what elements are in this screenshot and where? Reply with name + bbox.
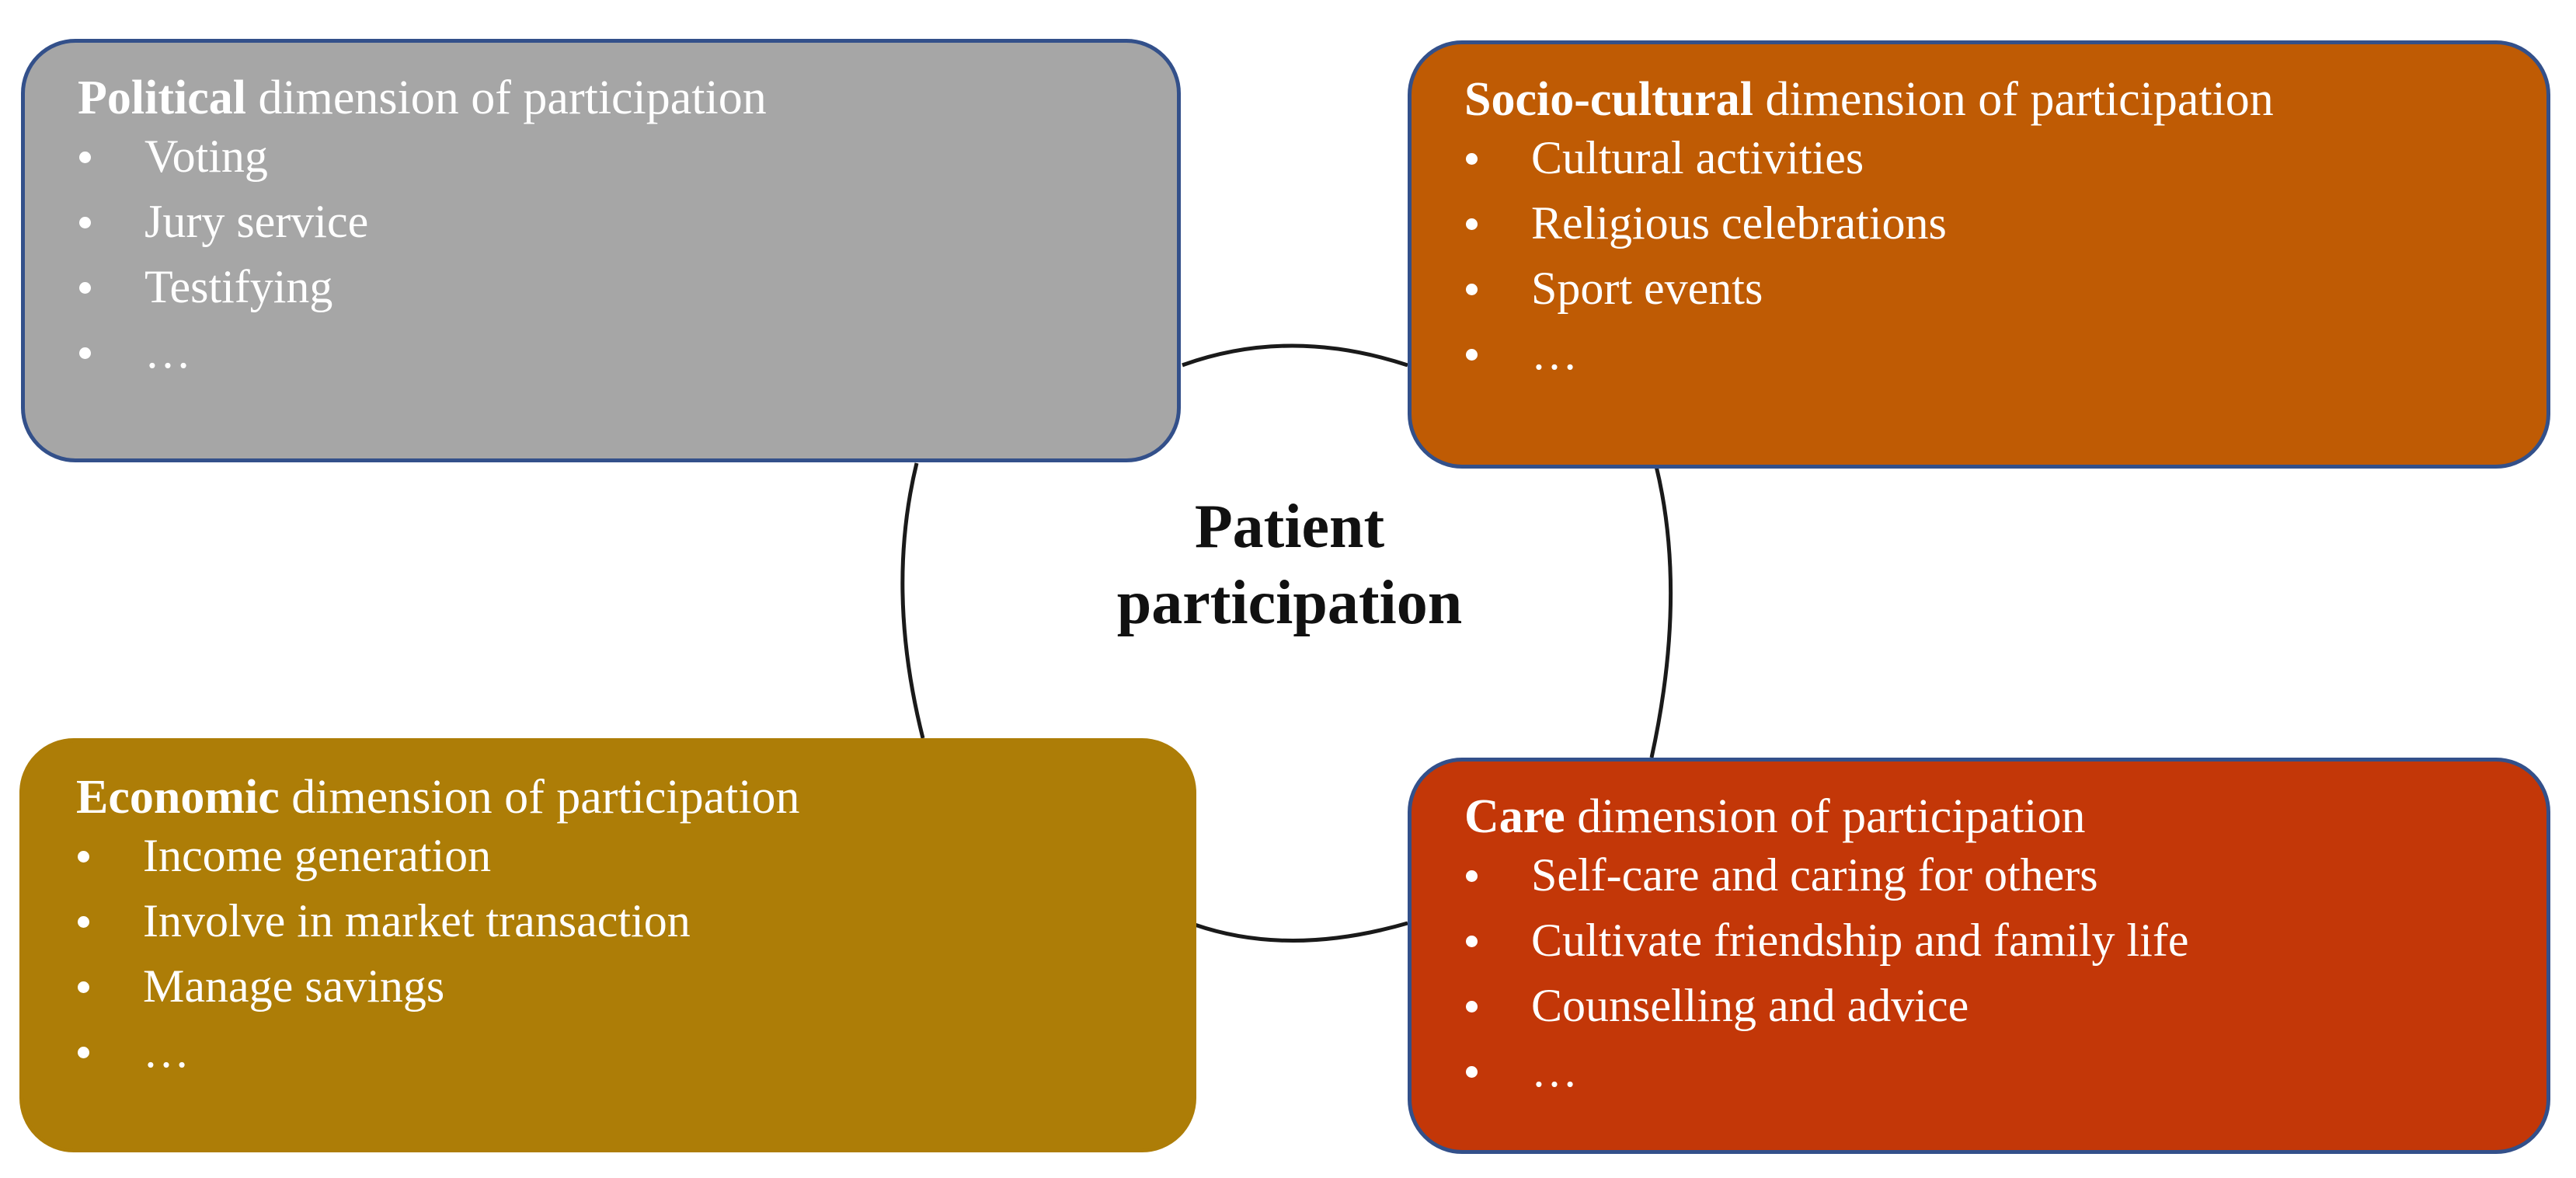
economic-item-1: Involve in market transaction <box>143 895 691 946</box>
list-item: Manage savings <box>57 963 1152 1009</box>
bullet-dot-icon <box>78 1047 89 1058</box>
list-item: Sport events <box>1446 265 2506 312</box>
socio-title-lead: Socio-cultural <box>1464 73 1753 126</box>
socio-item-0: Cultural activities <box>1531 132 1864 183</box>
list-item: Cultural activities <box>1446 134 2506 181</box>
bullet-dot-icon <box>78 851 89 863</box>
list-item: … <box>1446 330 2506 377</box>
list-item: … <box>59 329 1137 375</box>
list-item: … <box>57 1028 1152 1075</box>
political-item-2: Testifying <box>144 261 333 312</box>
connector-arc-bottom <box>1194 921 1408 943</box>
list-item: Jury service <box>59 198 1137 245</box>
economic-box-title: Economic dimension of participation <box>76 773 1152 821</box>
care-bullet-list: Self-care and caring for others Cultivat… <box>1446 852 2506 1094</box>
center-label: Patient participation <box>1010 490 1569 641</box>
center-label-line-2: participation <box>1116 568 1463 637</box>
political-dimension-box: Political dimension of participation Vot… <box>21 39 1181 462</box>
bullet-dot-icon <box>1466 218 1478 230</box>
bullet-dot-icon <box>1466 870 1478 882</box>
list-item: Voting <box>59 133 1137 179</box>
socio-item-2: Sport events <box>1531 263 1763 314</box>
bullet-dot-icon <box>79 152 91 163</box>
list-item: Cultivate friendship and family life <box>1446 917 2506 964</box>
care-item-2: Counselling and advice <box>1531 980 1969 1031</box>
bullet-dot-icon <box>79 217 91 228</box>
socio-item-1: Religious celebrations <box>1531 197 1947 249</box>
political-title-rest: dimension of participation <box>245 71 767 124</box>
care-title-lead: Care <box>1464 790 1565 843</box>
list-item: Income generation <box>57 832 1152 879</box>
bullet-dot-icon <box>1466 936 1478 947</box>
list-item: Involve in market transaction <box>57 897 1152 944</box>
socio-cultural-dimension-box: Socio-cultural dimension of participatio… <box>1408 40 2550 469</box>
socio-cultural-box-title: Socio-cultural dimension of participatio… <box>1464 75 2506 124</box>
economic-item-3: … <box>143 1026 190 1077</box>
bullet-dot-icon <box>1466 284 1478 295</box>
list-item: Self-care and caring for others <box>1446 852 2506 898</box>
list-item: Testifying <box>59 263 1137 310</box>
bullet-dot-icon <box>1466 1066 1478 1078</box>
bullet-dot-icon <box>78 981 89 993</box>
economic-dimension-box: Economic dimension of participation Inco… <box>19 738 1196 1152</box>
care-item-3: … <box>1531 1045 1578 1096</box>
bullet-dot-icon <box>79 282 91 294</box>
economic-item-0: Income generation <box>143 830 492 881</box>
bullet-dot-icon <box>1466 153 1478 165</box>
center-label-line-1: Patient <box>1194 493 1385 561</box>
bullet-dot-icon <box>79 347 91 359</box>
care-box-title: Care dimension of participation <box>1464 793 2506 841</box>
socio-cultural-bullet-list: Cultural activities Religious celebratio… <box>1446 134 2506 377</box>
socio-title-rest: dimension of participation <box>1753 73 2274 126</box>
political-bullet-list: Voting Jury service Testifying … <box>59 133 1137 375</box>
care-item-0: Self-care and caring for others <box>1531 849 2098 901</box>
bullet-dot-icon <box>78 916 89 928</box>
economic-item-2: Manage savings <box>143 960 445 1012</box>
list-item: Counselling and advice <box>1446 982 2506 1029</box>
socio-item-3: … <box>1531 328 1578 379</box>
political-item-1: Jury service <box>144 196 369 247</box>
list-item: … <box>1446 1047 2506 1094</box>
bullet-dot-icon <box>1466 349 1478 361</box>
economic-title-rest: dimension of participation <box>279 771 800 824</box>
connector-arc-right <box>1649 465 1673 758</box>
political-title-lead: Political <box>78 71 246 124</box>
care-item-1: Cultivate friendship and family life <box>1531 915 2189 966</box>
connector-arc-left <box>900 462 925 739</box>
care-dimension-box: Care dimension of participation Self-car… <box>1408 758 2550 1154</box>
political-item-3: … <box>144 326 191 378</box>
economic-bullet-list: Income generation Involve in market tran… <box>57 832 1152 1075</box>
political-item-0: Voting <box>144 131 268 182</box>
political-box-title: Political dimension of participation <box>78 74 1137 122</box>
economic-title-lead: Economic <box>76 771 280 824</box>
care-title-rest: dimension of participation <box>1565 790 2086 843</box>
list-item: Religious celebrations <box>1446 200 2506 246</box>
bullet-dot-icon <box>1466 1001 1478 1012</box>
connector-arc-top <box>1182 343 1408 368</box>
